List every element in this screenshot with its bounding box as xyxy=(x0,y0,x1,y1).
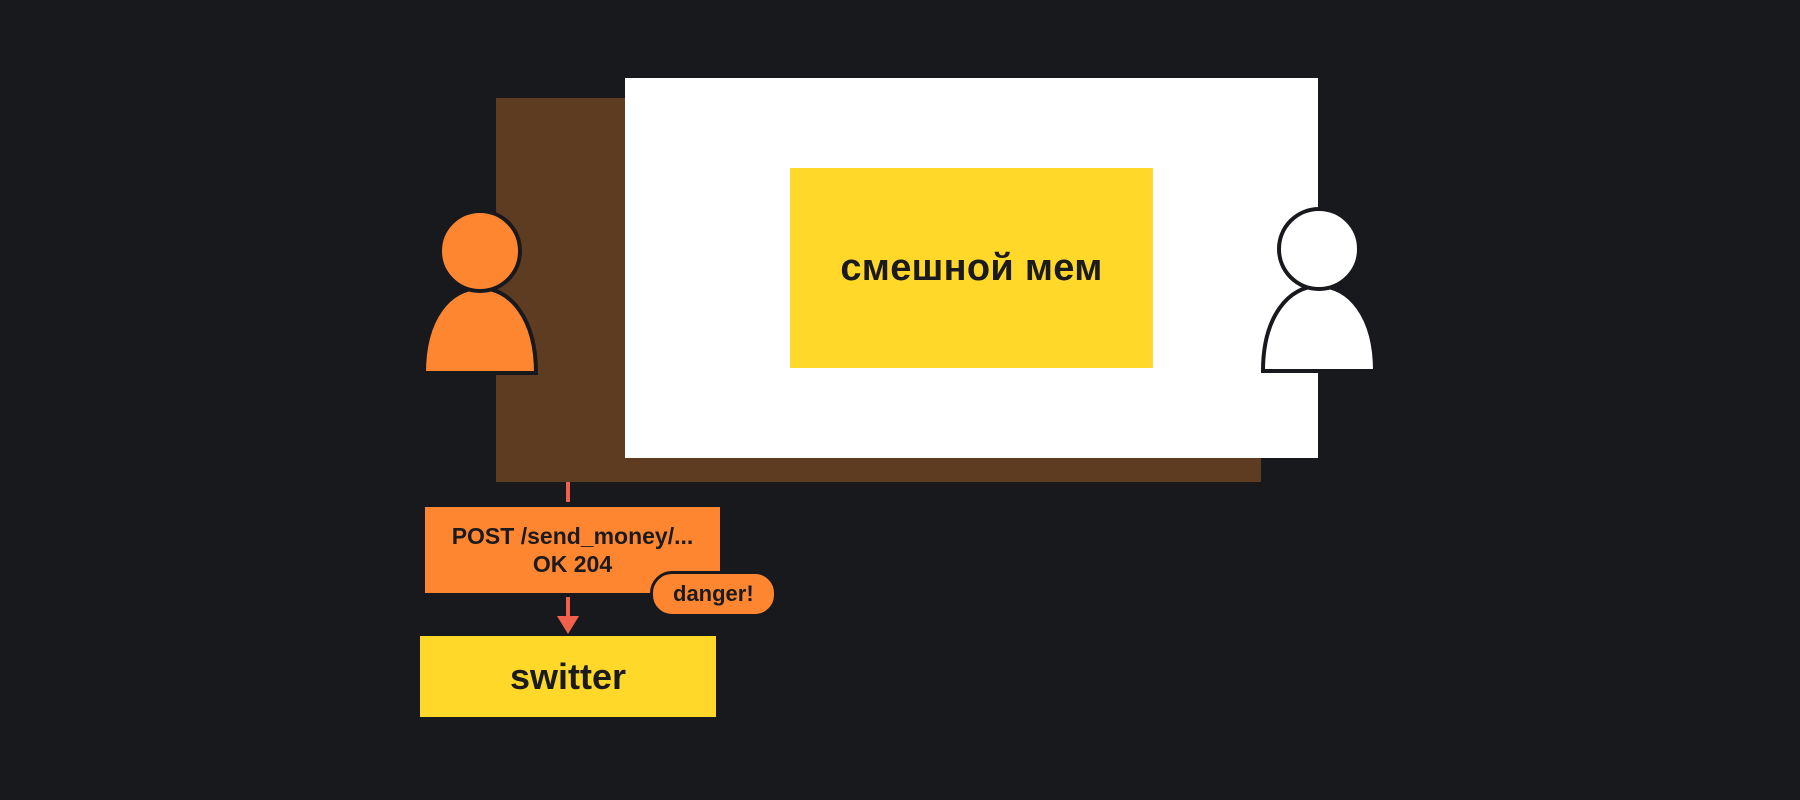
danger-badge: danger! xyxy=(650,571,777,617)
response-status-line: OK 204 xyxy=(532,551,613,577)
victim-person-icon xyxy=(1260,207,1378,373)
request-method-line: POST /send_money/... xyxy=(451,523,694,549)
target-site-box: switter xyxy=(420,636,716,717)
request-arrow xyxy=(557,482,579,634)
target-site-label: switter xyxy=(509,655,627,697)
meme-box[interactable]: смешной мем xyxy=(790,168,1153,368)
attacker-person-icon xyxy=(421,209,539,375)
meme-label: смешной мем xyxy=(840,246,1103,289)
danger-label: danger! xyxy=(673,581,754,606)
